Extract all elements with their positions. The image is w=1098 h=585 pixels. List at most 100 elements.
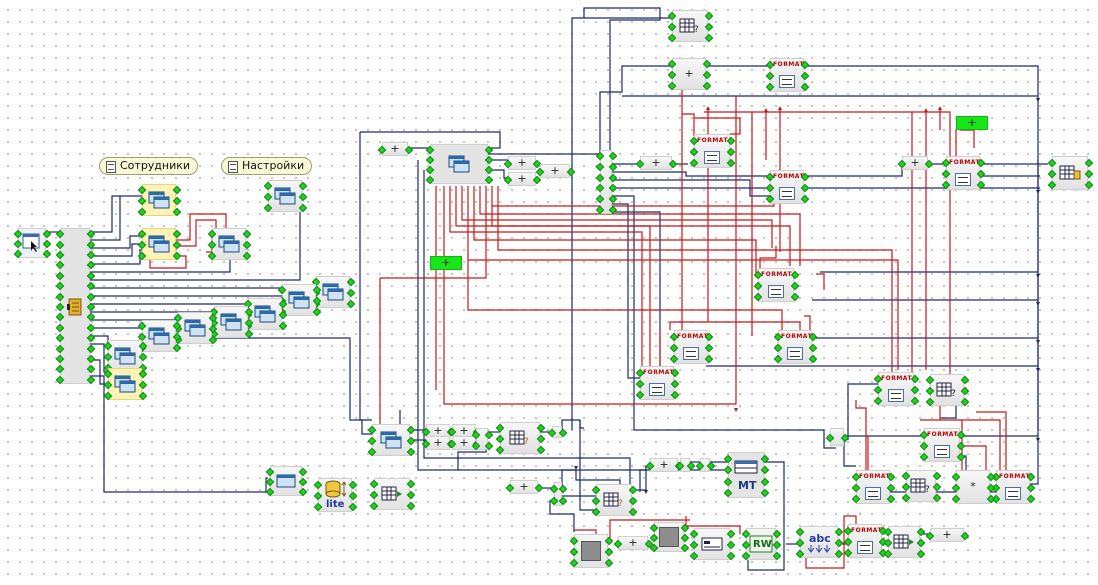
table-query-node-3[interactable]: ? — [495, 422, 546, 455]
plus-text: + — [910, 155, 920, 169]
format-node-3[interactable]: FORMAT — [765, 170, 810, 204]
table-query-node-2[interactable]: ? — [925, 374, 970, 407]
junction-6[interactable] — [675, 458, 696, 472]
format-caption: FORMAT — [643, 369, 675, 376]
format-node-11[interactable]: FORMAT — [851, 470, 896, 504]
svg-text:?: ? — [694, 25, 699, 34]
window-node-10[interactable] — [103, 340, 148, 373]
central-window-node[interactable] — [425, 144, 494, 185]
window-node-2[interactable] — [137, 228, 182, 261]
plus-text: + — [441, 255, 451, 269]
plus-node-6[interactable]: + — [667, 58, 712, 91]
plus-text: + — [517, 155, 527, 169]
table-icon — [893, 534, 914, 549]
format-icon — [934, 445, 950, 458]
green-plus-node-2[interactable]: + — [956, 116, 988, 130]
plus-node-15[interactable]: + — [925, 528, 970, 542]
green-plus-node-1[interactable]: + — [430, 256, 462, 270]
sqlite-node[interactable]: lite — [313, 478, 358, 512]
plus-text: + — [459, 435, 469, 449]
plus-node-3[interactable]: + — [503, 172, 542, 186]
plus-text: + — [659, 457, 669, 471]
plus-node-5[interactable]: + — [635, 156, 678, 170]
plus-node-2[interactable]: + — [503, 155, 542, 170]
plus-node-11[interactable]: + — [447, 435, 482, 450]
format-node-2[interactable]: FORMAT — [765, 58, 810, 92]
window-node-4[interactable] — [311, 276, 356, 309]
format-caption: FORMAT — [677, 333, 709, 340]
format-icon — [779, 75, 795, 88]
table-node-6[interactable] — [369, 478, 416, 511]
database-icon — [325, 480, 347, 498]
table-query-node-top[interactable]: ? — [667, 10, 714, 43]
window-node-6[interactable] — [243, 298, 288, 331]
format-node-10[interactable]: FORMAT — [919, 428, 966, 462]
window-icon — [184, 319, 206, 337]
format-node-7[interactable]: FORMAT — [773, 330, 818, 364]
format-icon — [888, 389, 904, 402]
employees-window-node[interactable] — [137, 184, 182, 217]
rw-node[interactable]: RW — [741, 528, 782, 561]
format-caption: FORMAT — [773, 61, 805, 68]
junction-4[interactable] — [595, 150, 618, 215]
window-node-11[interactable] — [103, 368, 148, 401]
mt-icon — [734, 460, 758, 474]
plus-node-9[interactable]: + — [421, 436, 456, 450]
format-node-8[interactable]: FORMAT — [635, 366, 680, 400]
junction-2[interactable] — [547, 426, 568, 438]
format-icon — [865, 487, 881, 500]
junction-7[interactable] — [695, 458, 716, 472]
table-icon: ? — [603, 492, 623, 508]
rw-text: RW — [753, 539, 772, 550]
window-node-13[interactable] — [367, 424, 416, 457]
table-icon: ? — [679, 18, 699, 34]
window-node-12[interactable] — [265, 466, 308, 497]
table-query-node-4[interactable]: ? — [591, 484, 638, 517]
document-icon — [106, 161, 116, 173]
window-icon — [288, 291, 310, 309]
window-node-8[interactable] — [173, 312, 218, 345]
panel-node-2[interactable] — [649, 522, 690, 553]
format-node-4[interactable]: FORMAT — [941, 156, 986, 190]
plus-text: + — [433, 423, 443, 437]
abc-node[interactable]: abc — [795, 526, 844, 559]
format-icon — [857, 541, 873, 554]
junction-1[interactable] — [471, 428, 494, 451]
junction-5[interactable] — [825, 428, 850, 446]
format-caption: FORMAT — [999, 473, 1031, 480]
table-output-node[interactable] — [1047, 156, 1094, 190]
settings-window-node[interactable] — [263, 180, 308, 213]
plus-node-4[interactable]: + — [535, 164, 576, 178]
plus-node-13[interactable]: + — [505, 480, 544, 494]
plus-node-14[interactable]: + — [613, 536, 654, 550]
window-node-3[interactable] — [207, 228, 252, 261]
panel-node-1[interactable] — [569, 534, 614, 568]
format-node-13[interactable]: FORMAT — [843, 524, 888, 558]
memtable-node[interactable]: MT — [723, 452, 770, 498]
window-node-7[interactable] — [209, 306, 254, 339]
format-caption: FORMAT — [949, 159, 981, 166]
plus-node-1[interactable]: + — [377, 142, 414, 156]
format-node-9[interactable]: FORMAT — [873, 372, 920, 406]
multiply-text: * — [970, 479, 976, 493]
format-caption: FORMAT — [859, 473, 891, 480]
table-query-node-5[interactable]: ? — [901, 470, 942, 503]
main-hub-node[interactable] — [55, 228, 96, 385]
format-node-1[interactable]: FORMAT — [689, 134, 736, 168]
plus-node-7[interactable]: + — [897, 155, 934, 170]
text-field-node[interactable] — [689, 528, 736, 561]
plus-text: + — [967, 115, 977, 129]
plus-node-12[interactable]: + — [645, 457, 684, 472]
window-node-5[interactable] — [277, 284, 322, 317]
junction-3[interactable] — [549, 482, 568, 506]
multiply-node[interactable]: * — [951, 470, 996, 504]
format-node-6[interactable]: FORMAT — [669, 330, 714, 364]
format-node-5[interactable]: FORMAT — [753, 268, 800, 302]
form-start-node[interactable] — [13, 228, 52, 259]
format-node-12[interactable]: FORMAT — [991, 470, 1036, 504]
table-node-7[interactable] — [883, 526, 926, 559]
window-icon — [148, 235, 170, 253]
window-node-9[interactable] — [137, 320, 182, 353]
